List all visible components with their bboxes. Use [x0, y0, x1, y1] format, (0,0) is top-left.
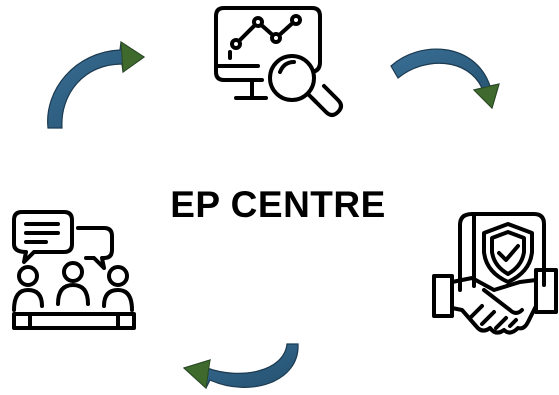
arrow-top-right [390, 48, 500, 110]
team-meeting-icon [12, 210, 136, 330]
security-handshake-icon [432, 212, 558, 335]
diagram-title: EP CENTRE [170, 184, 386, 225]
analytics-search-icon [214, 6, 343, 117]
arrow-bottom [182, 343, 299, 390]
arrow-top-left [47, 40, 146, 129]
